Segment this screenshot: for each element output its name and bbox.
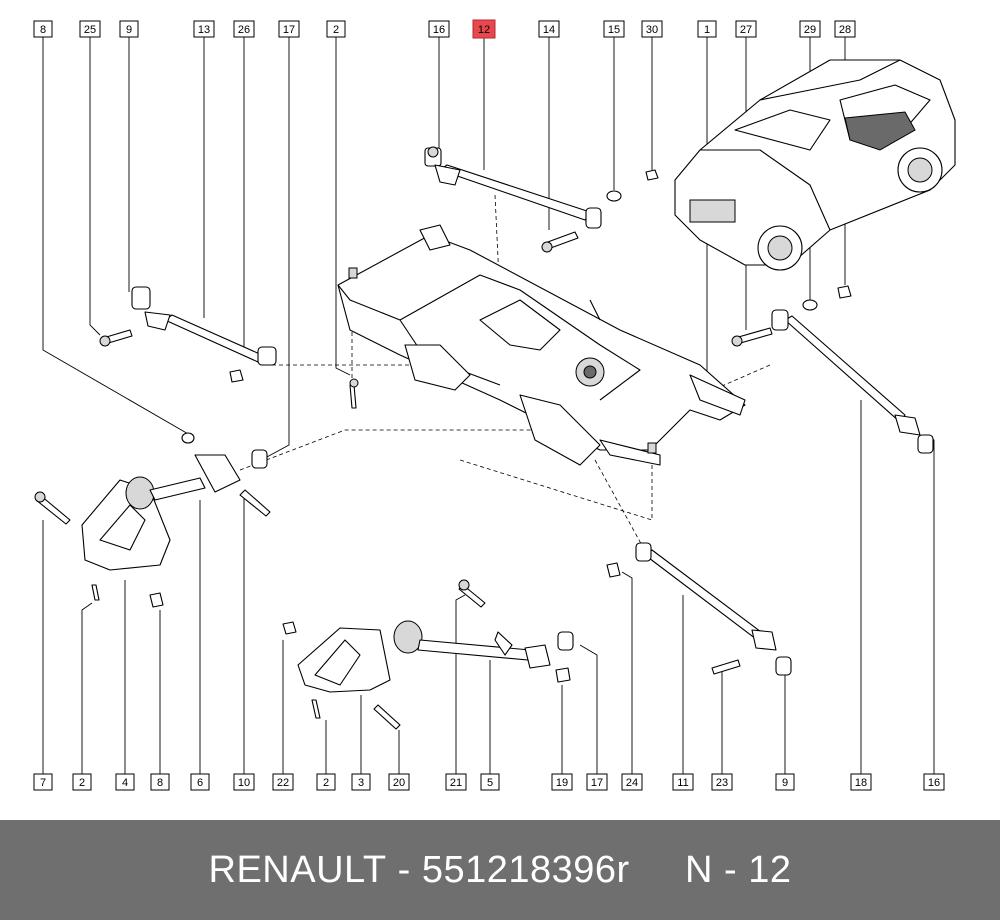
callout-25: 25 bbox=[79, 20, 101, 38]
svg-text:13: 13 bbox=[198, 24, 210, 36]
svg-text:8: 8 bbox=[157, 777, 163, 789]
callout-2c: 2 bbox=[316, 773, 336, 791]
lower-middle-assembly bbox=[282, 579, 574, 730]
callout-2: 2 bbox=[326, 20, 346, 38]
callout-3: 3 bbox=[351, 773, 371, 791]
svg-text:9: 9 bbox=[782, 777, 788, 789]
callout-19: 19 bbox=[551, 773, 573, 791]
callout-22: 22 bbox=[272, 773, 294, 791]
callout-9b: 9 bbox=[775, 773, 795, 791]
lower-right-link bbox=[606, 542, 792, 676]
svg-text:15: 15 bbox=[608, 24, 620, 36]
callout-30: 30 bbox=[641, 20, 663, 38]
callout-21: 21 bbox=[445, 773, 467, 791]
svg-text:30: 30 bbox=[646, 24, 658, 36]
callout-8: 8 bbox=[33, 20, 53, 38]
svg-text:29: 29 bbox=[804, 24, 816, 36]
svg-text:21: 21 bbox=[450, 777, 462, 789]
svg-text:12: 12 bbox=[478, 24, 490, 36]
svg-text:8: 8 bbox=[40, 24, 46, 36]
lateral-link-left bbox=[99, 286, 277, 383]
svg-text:17: 17 bbox=[283, 24, 295, 36]
callout-17b: 17 bbox=[586, 773, 608, 791]
callout-26: 26 bbox=[233, 20, 255, 38]
callout-7: 7 bbox=[33, 773, 53, 791]
footer-bar: RENAULT - 551218396r N - 12 bbox=[0, 820, 1000, 920]
callout-29: 29 bbox=[799, 20, 821, 38]
callout-6: 6 bbox=[190, 773, 210, 791]
svg-text:23: 23 bbox=[716, 777, 728, 789]
callout-1: 1 bbox=[697, 20, 717, 38]
callout-15: 15 bbox=[603, 20, 625, 38]
frame-fasteners bbox=[348, 267, 657, 454]
svg-text:17: 17 bbox=[591, 777, 603, 789]
callout-12-highlighted: 12 bbox=[472, 19, 496, 39]
svg-text:6: 6 bbox=[197, 777, 203, 789]
callout-9: 9 bbox=[119, 20, 139, 38]
rear-subframe bbox=[337, 224, 746, 466]
parts-diagram: 8 25 9 13 26 17 2 16 12 14 15 30 1 27 29… bbox=[33, 19, 956, 791]
svg-text:20: 20 bbox=[393, 777, 405, 789]
svg-text:11: 11 bbox=[677, 777, 688, 789]
callout-4: 4 bbox=[115, 773, 135, 791]
svg-text:2: 2 bbox=[323, 777, 329, 789]
callout-27: 27 bbox=[735, 20, 757, 38]
callout-28: 28 bbox=[834, 20, 856, 38]
svg-text:16: 16 bbox=[928, 777, 940, 789]
footer-separator: - bbox=[386, 848, 422, 891]
svg-text:7: 7 bbox=[40, 777, 46, 789]
svg-text:28: 28 bbox=[839, 24, 851, 36]
callout-16b: 16 bbox=[923, 773, 945, 791]
svg-text:19: 19 bbox=[556, 777, 568, 789]
svg-text:24: 24 bbox=[626, 777, 638, 789]
svg-text:16: 16 bbox=[433, 24, 445, 36]
callout-10: 10 bbox=[233, 773, 255, 791]
callout-14: 14 bbox=[538, 20, 560, 38]
callout-20: 20 bbox=[388, 773, 410, 791]
svg-text:14: 14 bbox=[543, 24, 555, 36]
svg-text:3: 3 bbox=[358, 777, 364, 789]
callout-2b: 2 bbox=[72, 773, 92, 791]
brand-name: RENAULT bbox=[208, 848, 387, 891]
callout-11: 11 bbox=[672, 773, 694, 791]
svg-text:5: 5 bbox=[487, 777, 493, 789]
footer-gap bbox=[630, 849, 685, 892]
svg-text:10: 10 bbox=[238, 777, 250, 789]
car-illustration bbox=[674, 59, 956, 271]
callouts-bottom: 7 2 4 8 6 10 22 2 3 20 21 5 19 17 24 11 … bbox=[33, 773, 945, 791]
callout-17: 17 bbox=[278, 20, 300, 38]
callout-18: 18 bbox=[850, 773, 872, 791]
callout-23: 23 bbox=[711, 773, 733, 791]
left-bracket-assembly bbox=[34, 432, 271, 608]
svg-text:22: 22 bbox=[277, 777, 289, 789]
svg-text:27: 27 bbox=[740, 24, 752, 36]
svg-text:25: 25 bbox=[84, 24, 96, 36]
svg-text:9: 9 bbox=[126, 24, 132, 36]
lateral-link-right bbox=[731, 285, 934, 454]
part-number: 551218396r bbox=[421, 848, 630, 891]
callout-8b: 8 bbox=[150, 773, 170, 791]
trailing-arm-upper bbox=[424, 146, 659, 253]
svg-text:1: 1 bbox=[704, 24, 710, 36]
callout-13: 13 bbox=[193, 20, 215, 38]
svg-text:2: 2 bbox=[333, 24, 339, 36]
svg-text:26: 26 bbox=[238, 24, 250, 36]
callout-16: 16 bbox=[428, 20, 450, 38]
callouts-top: 8 25 9 13 26 17 2 16 12 14 15 30 1 27 29… bbox=[33, 19, 856, 39]
svg-text:4: 4 bbox=[122, 777, 128, 789]
callout-5: 5 bbox=[480, 773, 500, 791]
callout-24: 24 bbox=[621, 773, 643, 791]
svg-text:2: 2 bbox=[79, 777, 85, 789]
svg-text:18: 18 bbox=[855, 777, 867, 789]
diagram-reference: N - 12 bbox=[685, 848, 792, 891]
